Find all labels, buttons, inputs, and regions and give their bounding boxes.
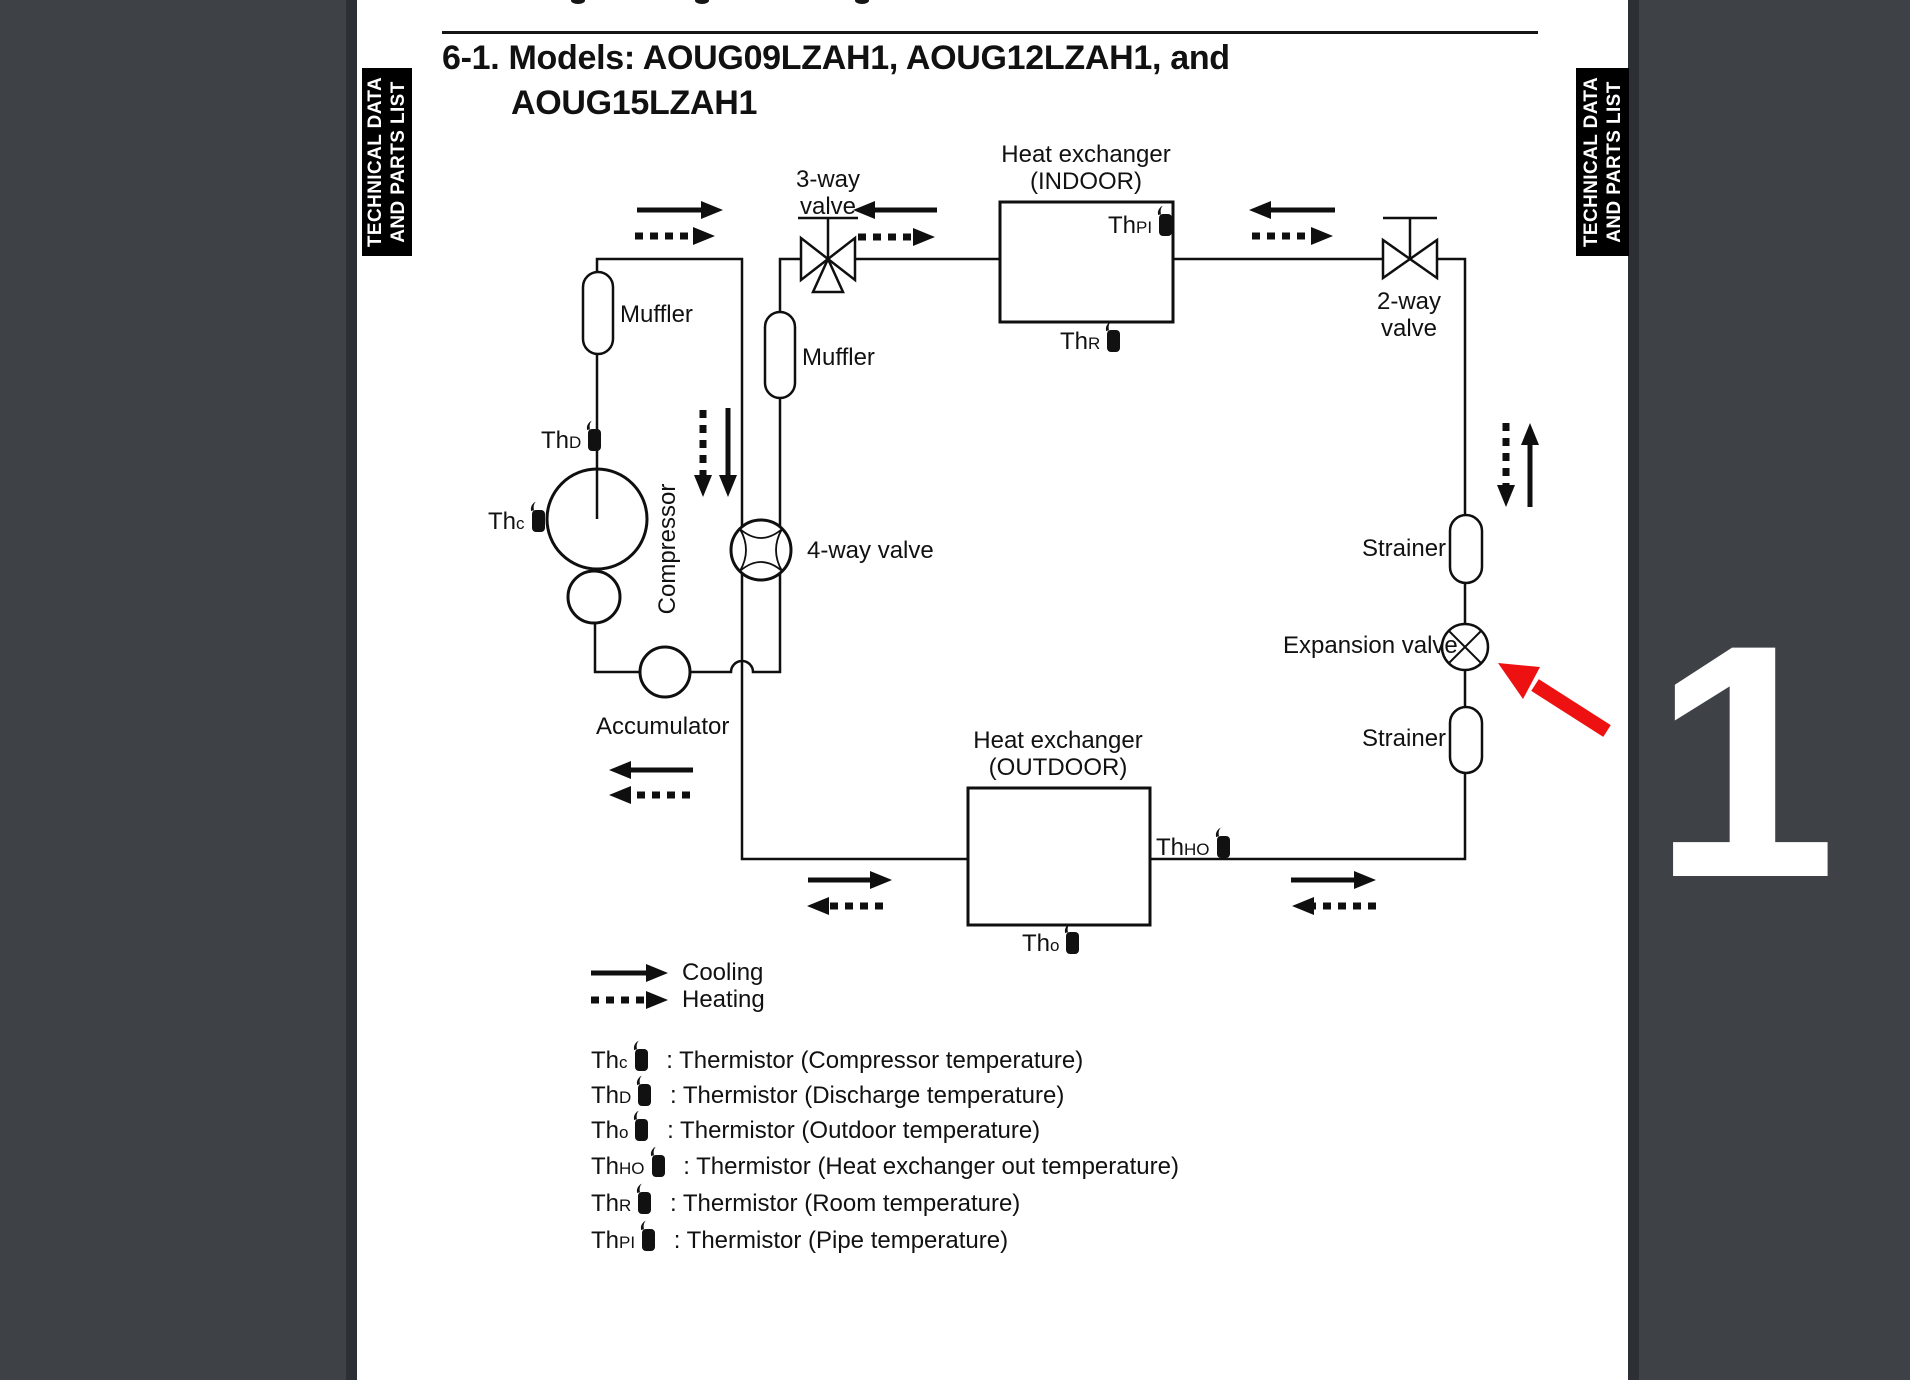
thermistor-icon (634, 1049, 648, 1071)
heating-arrow-icon (858, 228, 935, 246)
expansion-valve-label: Expansion valve (1283, 632, 1458, 659)
thermistor-label-thpi: ThPI (1108, 212, 1173, 241)
compressor-lower-dome (566, 569, 622, 625)
cooling-arrow-icon (1521, 423, 1539, 507)
thermistor-list-item: ThD : Thermistor (Discharge temperature) (591, 1082, 1065, 1109)
muffler-right-label: Muffler (802, 344, 875, 371)
heating-arrow-icon (635, 227, 715, 245)
side-tab-right: TECHNICAL DATA AND PARTS LIST (1576, 68, 1629, 256)
expansion-valve-cross (1448, 630, 1482, 664)
cooling-arrow-icon (1291, 871, 1376, 889)
four-way-valve-symbol (729, 518, 793, 582)
pipe-to-three-way-valve (778, 257, 801, 527)
thermistor-list-item: ThR : Thermistor (Room temperature) (591, 1190, 1021, 1217)
legend-cooling-label: Cooling (682, 959, 764, 986)
strainer-top-label: Strainer (1362, 535, 1447, 562)
cooling-arrow-icon (719, 408, 737, 497)
side-tab-left: TECHNICAL DATA AND PARTS LIST (362, 68, 412, 256)
thermistor-label-thr: ThR (1060, 328, 1121, 357)
outdoor-heat-exchanger-label: Heat exchanger (OUTDOOR) (973, 727, 1143, 781)
muffler-left-label: Muffler (620, 301, 693, 328)
thermistor-icon (651, 1155, 665, 1177)
compressor-label: Compressor (654, 483, 681, 615)
legend-heating-arrow-icon (591, 991, 668, 1009)
clipped-heading-fragment (695, 0, 709, 4)
cooling-arrow-icon (1249, 201, 1335, 219)
muffler-left-symbol (581, 270, 615, 356)
flow-arrows (591, 201, 1539, 1009)
cooling-arrow-icon (808, 871, 892, 889)
strainer-bottom-symbol (1448, 705, 1484, 775)
outdoor-heat-exchanger-box (966, 786, 1152, 927)
page-title: 6-1. Models: AOUG09LZAH1, AOUG12LZAH1, a… (442, 39, 1230, 122)
heating-arrow-icon (1292, 897, 1376, 915)
cooling-arrow-icon (609, 761, 693, 779)
suction-pipe (593, 573, 782, 674)
clipped-heading-fragment (571, 0, 585, 4)
four-way-valve-label: 4-way valve (807, 537, 934, 564)
accumulator-symbol (638, 645, 692, 699)
heating-arrow-icon (1252, 227, 1333, 245)
thermistor-icon (638, 1192, 652, 1214)
strainer-top-symbol (1448, 513, 1484, 585)
discharge-pipe (595, 257, 744, 527)
thermistor-label-thd: ThD (541, 427, 602, 456)
thermistor-icon (638, 1084, 652, 1106)
heating-arrow-icon (807, 897, 883, 915)
thermistor-label-tho: Tho (1022, 930, 1080, 959)
legend-cooling-arrow-icon (591, 964, 668, 982)
cooling-arrow-icon (637, 201, 723, 219)
three-way-valve-stem (798, 216, 858, 259)
indoor-heat-exchanger-label: Heat exchanger (INDOOR) (1001, 141, 1171, 195)
four-way-valve-ports (739, 528, 783, 572)
indoor-heat-exchanger-box (998, 200, 1175, 324)
pipe-to-outdoor-hx (740, 573, 968, 861)
thermistor-icon (1216, 836, 1230, 858)
thermistor-icon (1159, 214, 1173, 236)
three-way-valve-symbol (799, 235, 857, 294)
muffler-right-symbol (763, 310, 797, 400)
accumulator-label: Accumulator (596, 713, 730, 740)
clipped-heading-fragment (855, 0, 869, 4)
page-number-overlay: 1 (1652, 576, 1837, 947)
legend-heating-label: Heating (682, 986, 765, 1013)
page-right-edge-shadow (1628, 0, 1639, 1380)
thermistor-icon (1066, 932, 1080, 954)
thermistor-icon (588, 429, 602, 451)
cooling-arrow-icon (853, 201, 937, 219)
two-way-valve-stem (1383, 216, 1437, 259)
two-way-valve-label: 2-way valve (1376, 288, 1442, 342)
page-left-edge-shadow (346, 0, 357, 1380)
strainer-bottom-label: Strainer (1362, 725, 1447, 752)
thermistor-icon (635, 1119, 649, 1141)
thermistor-icon (1107, 330, 1121, 352)
manual-page (357, 0, 1628, 1380)
red-annotation-arrow (1498, 663, 1611, 737)
three-way-valve-label: 3-way valve (795, 166, 861, 220)
thermistor-list-item: ThHO : Thermistor (Heat exchanger out te… (591, 1153, 1179, 1180)
thermistor-label-thc: Thc (488, 508, 545, 537)
thermistor-label-thho: ThHO (1156, 834, 1230, 863)
title-rule (442, 31, 1538, 34)
heating-arrow-icon (1497, 423, 1515, 507)
thermistor-list-item: Tho : Thermistor (Outdoor temperature) (591, 1117, 1041, 1144)
heating-arrow-icon (694, 410, 712, 497)
thermistor-icon (531, 510, 545, 532)
thermistor-list-item: ThPI : Thermistor (Pipe temperature) (591, 1227, 1009, 1254)
thermistor-icon (642, 1229, 656, 1251)
thermistor-list-item: Thc : Thermistor (Compressor temperature… (591, 1047, 1084, 1074)
heating-arrow-icon (609, 786, 690, 804)
